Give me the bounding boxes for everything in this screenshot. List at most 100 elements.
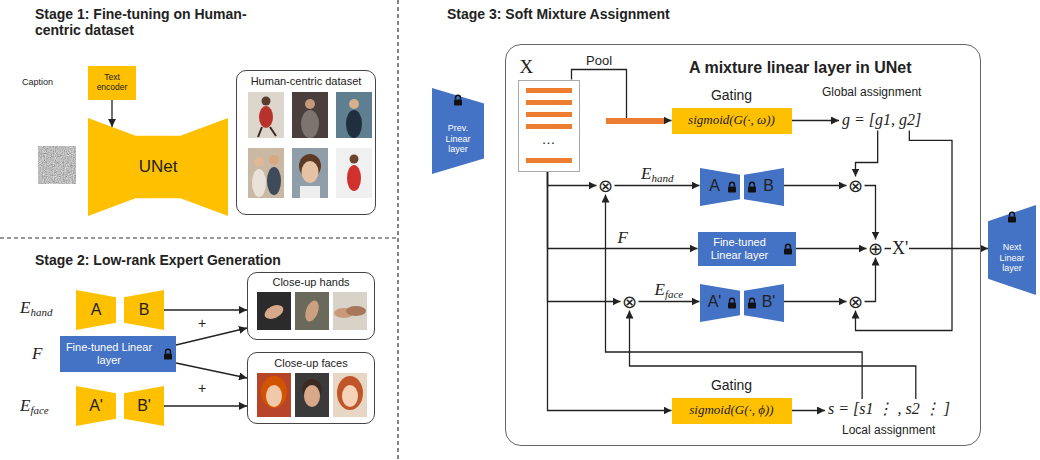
connector-arrow [548,172,621,302]
multiply-op: ⊗ [847,177,865,195]
node-label: ⊗ [598,177,613,195]
node-label: Fine-tuned Linear layer [64,341,154,366]
node-label: ⊗ [848,177,863,195]
node-label: A' [89,397,103,415]
lock-icon [747,181,757,193]
lock-icon [453,94,463,106]
node-label: Close-up hands [272,276,349,289]
node-label: Next Linear layer [991,242,1033,273]
node-label: B' [137,397,151,415]
node-label: Close-up faces [274,357,347,370]
connector-arrow [111,100,112,127]
lock-icon [727,297,737,309]
edge-label: Pool [585,54,613,69]
lora-a-block: A [76,290,116,330]
node-label: A [91,301,102,319]
lock-icon [163,348,173,360]
connector-arrow [615,185,700,186]
gating-box: Gatingsigmoid(G(·, ϕ)) [672,398,792,424]
node-label: UNet [139,157,178,177]
gating-box: Gatingsigmoid(G(·, ω)) [672,108,792,134]
node-label: B' [762,293,776,311]
node-label: ⊕ [868,240,883,258]
pooled-feature [606,118,664,124]
lora-b-block: B [124,290,164,330]
assignment-label: Global assignment [822,86,921,100]
lora-b-block: B [744,168,784,206]
edge-label: F [617,228,629,248]
connector-arrow [796,248,867,249]
assignment-wire [606,195,863,400]
assignment-wire [856,130,878,176]
node-label: A [709,177,720,195]
connector-arrow [572,70,672,121]
node-heading: A mixture linear layer in UNet [689,59,912,77]
connector-arrow [548,172,597,186]
divider-line [397,0,398,460]
node-label: Text encoder [90,73,134,93]
stage-heading: Stage 3: Soft Mixture Assignment [447,6,670,22]
edge-label: Ehand [640,164,674,185]
stage-heading: Stage 2: Low-rank Expert Generation [35,252,281,268]
connector-arrow [865,258,876,302]
lora-a-block: A [700,168,740,206]
assignment-wire [856,130,953,330]
linear-layer: Next Linear layer [988,205,1036,295]
encoder-box: Text encoder [88,66,136,100]
unet-block: UNet [88,118,228,216]
node-heading: Gating [672,87,792,103]
node-label: Fine-tuned Linear layer [702,236,778,261]
assignment-wires [606,121,953,411]
multiply-op: ⊗ [597,177,615,195]
connector-arrow [176,328,247,345]
formula-label: g = [g1, g2] [842,111,921,129]
feature-matrix: X… [518,80,580,172]
lock-icon [747,297,757,309]
node-label: Prev. Linear layer [435,123,481,154]
lock-icon [783,243,793,255]
linear-layer: Prev. Linear layer [432,88,484,174]
connector-arrow [865,186,876,240]
connector-arrow [548,172,698,249]
node-label: Human-centric dataset [251,75,362,88]
lora-b-block: B' [744,284,784,322]
lock-icon [1007,211,1017,223]
noise-image [38,146,76,184]
lora-a-block: A' [76,386,116,426]
formula-label: s = [s1 ⋮ , s2 ⋮ ] [828,400,950,418]
hand-photos [257,292,367,330]
node-label: B [763,177,774,195]
face-photos [257,373,367,417]
expert-label: Ehand [20,298,52,319]
caption-label: Caption [22,77,53,87]
edge-label: Eface [654,280,685,301]
node-label: ⊗ [848,293,863,311]
node-label: ⊗ [622,293,637,311]
assignment-label: Local assignment [842,424,935,438]
node-label: B [139,301,150,319]
image-panel: Close-up hands [247,272,375,340]
assignment-wire [630,311,916,400]
mixture-frame: A mixture linear layer in UNetX…Gatingsi… [505,44,981,446]
lora-b-block: B' [124,386,164,426]
lock-icon [727,181,737,193]
assignment-wire [792,410,826,411]
node-label: A' [708,293,722,311]
node-label: sigmoid(G(·, ω)) [688,113,775,128]
expert-label: Eface [20,396,49,417]
connector-arrow [164,405,247,406]
edge-label: X' [891,238,909,259]
linear-layer: Fine-tuned Linear layer [698,232,796,266]
dataset-panel: Human-centric dataset [236,70,376,215]
dataset-photos [248,92,372,198]
connector-arrow [164,309,247,310]
connector-arrow [176,363,247,378]
node-label: sigmoid(G(·, ϕ)) [689,403,773,418]
lora-a-block: A' [700,284,740,322]
symbol-label: F [32,344,42,364]
node-heading: … [519,131,579,147]
feature-rows [526,88,572,163]
node-heading: X [520,56,534,78]
